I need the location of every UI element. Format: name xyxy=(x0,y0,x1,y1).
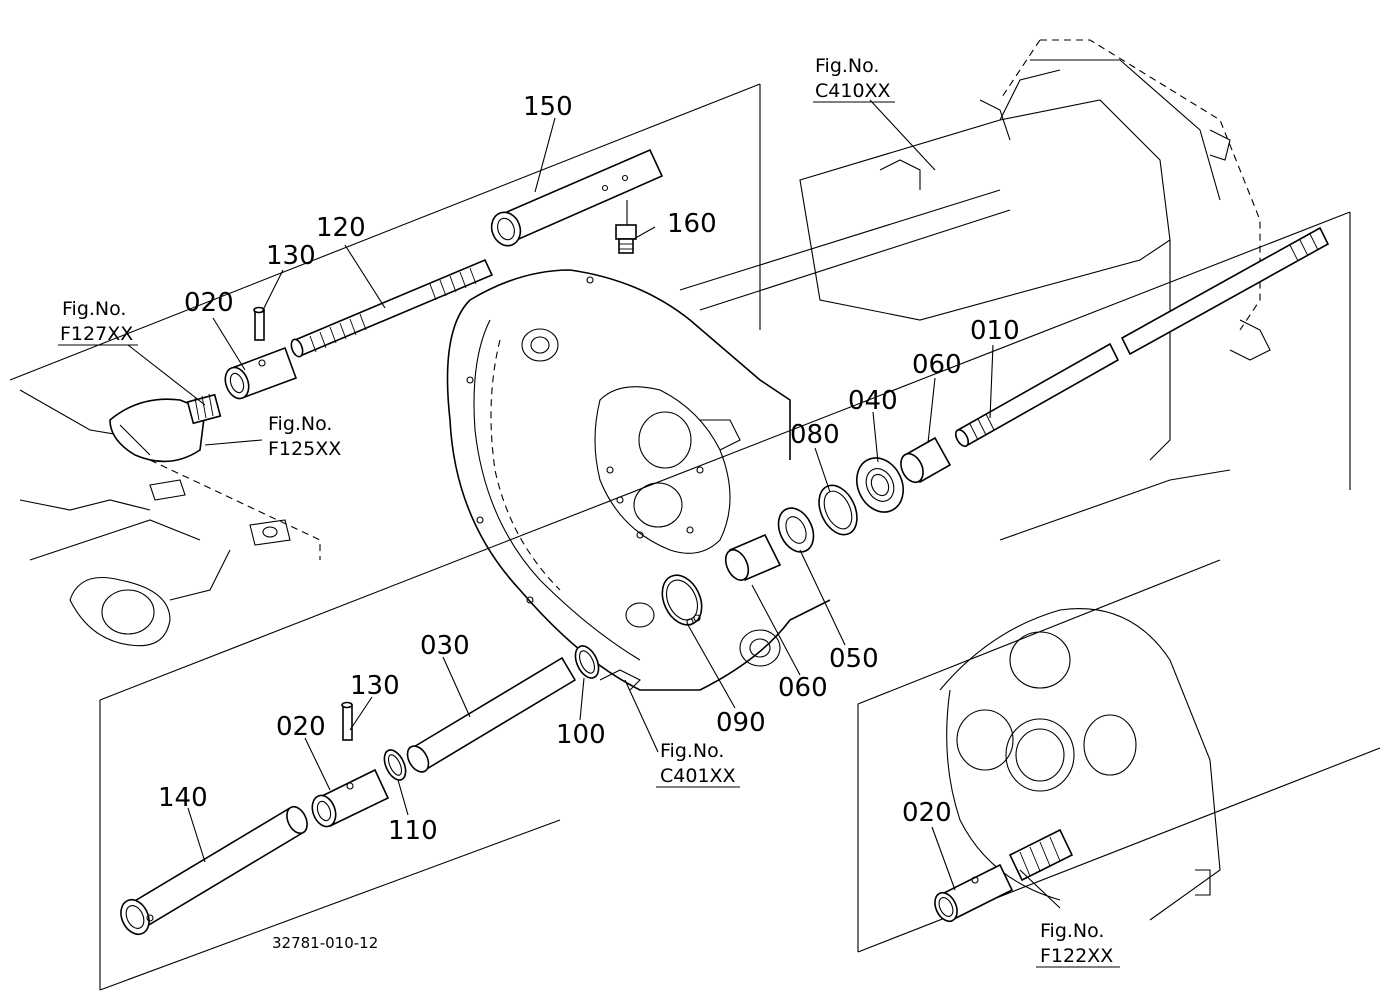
fig-ref-f125-line2: F125XX xyxy=(268,438,341,460)
label-020-top: 020 xyxy=(184,288,234,318)
part-020-coupling-bottom xyxy=(311,768,390,828)
label-020-right: 020 xyxy=(902,798,952,828)
part-040-bearing xyxy=(856,457,904,513)
fig-ref-c410-line2: C410XX xyxy=(815,80,891,102)
label-050: 050 xyxy=(829,644,879,674)
label-060-bottom: 060 xyxy=(778,673,828,703)
fig-ref-c401-line1: Fig.No. xyxy=(660,740,724,762)
part-020-coupling-top xyxy=(224,346,298,400)
part-030-pipe xyxy=(406,656,577,773)
part-060-collar-bottom xyxy=(724,533,782,582)
main-housing xyxy=(679,39,1271,541)
part-110-o-ring xyxy=(383,749,407,781)
label-020-bottom: 020 xyxy=(276,712,326,742)
part-120-shaft xyxy=(290,258,494,358)
fig-ref-f122-line1: Fig.No. xyxy=(1040,920,1104,942)
label-150: 150 xyxy=(523,92,573,122)
clutch-housing xyxy=(446,269,831,691)
part-150-pipe xyxy=(490,148,664,247)
label-030: 030 xyxy=(420,631,470,661)
part-010-shaft xyxy=(954,226,1330,448)
label-140: 140 xyxy=(158,783,208,813)
leader-lines xyxy=(127,99,1061,909)
label-090: 090 xyxy=(716,708,766,738)
fig-ref-f127-line1: Fig.No. xyxy=(62,298,126,320)
part-060-collar-top xyxy=(900,436,952,484)
part-130-pin-bottom xyxy=(341,701,353,741)
fig-ref-f122-line2: F122XX xyxy=(1040,945,1113,967)
figure-reference-labels: Fig.No. C410XX Fig.No. F127XX Fig.No. F1… xyxy=(58,55,1120,968)
part-090-circlip xyxy=(661,574,703,626)
label-120: 120 xyxy=(316,213,366,243)
section-frames xyxy=(9,83,1380,991)
label-160: 160 xyxy=(667,209,717,239)
part-160-bolt xyxy=(615,200,637,254)
part-140-pipe xyxy=(120,805,308,936)
part-020-coupling-right xyxy=(934,828,1074,923)
part-080-snap-ring xyxy=(818,484,858,536)
fig-ref-f127-line2: F127XX xyxy=(60,323,133,345)
label-060-top: 060 xyxy=(912,350,962,380)
label-110: 110 xyxy=(388,816,438,846)
fig-ref-f125-line1: Fig.No. xyxy=(268,413,332,435)
fig-ref-c410-line1: Fig.No. xyxy=(815,55,879,77)
label-100: 100 xyxy=(556,720,606,750)
label-040: 040 xyxy=(848,386,898,416)
part-number-labels: 150 160 130 120 020 010 060 040 080 050 … xyxy=(158,92,1020,846)
part-100-o-ring xyxy=(574,645,600,679)
label-010: 010 xyxy=(970,316,1020,346)
fig-ref-c401-line2: C401XX xyxy=(660,765,736,787)
front-axle-frame xyxy=(19,389,321,647)
label-080: 080 xyxy=(790,420,840,450)
rear-housing xyxy=(939,608,1221,921)
part-050-seal xyxy=(777,507,815,553)
drawing-code: 32781-010-12 xyxy=(272,934,378,952)
label-130-bottom: 130 xyxy=(350,671,400,701)
part-130-pin-top xyxy=(253,306,265,341)
label-130-top: 130 xyxy=(266,241,316,271)
